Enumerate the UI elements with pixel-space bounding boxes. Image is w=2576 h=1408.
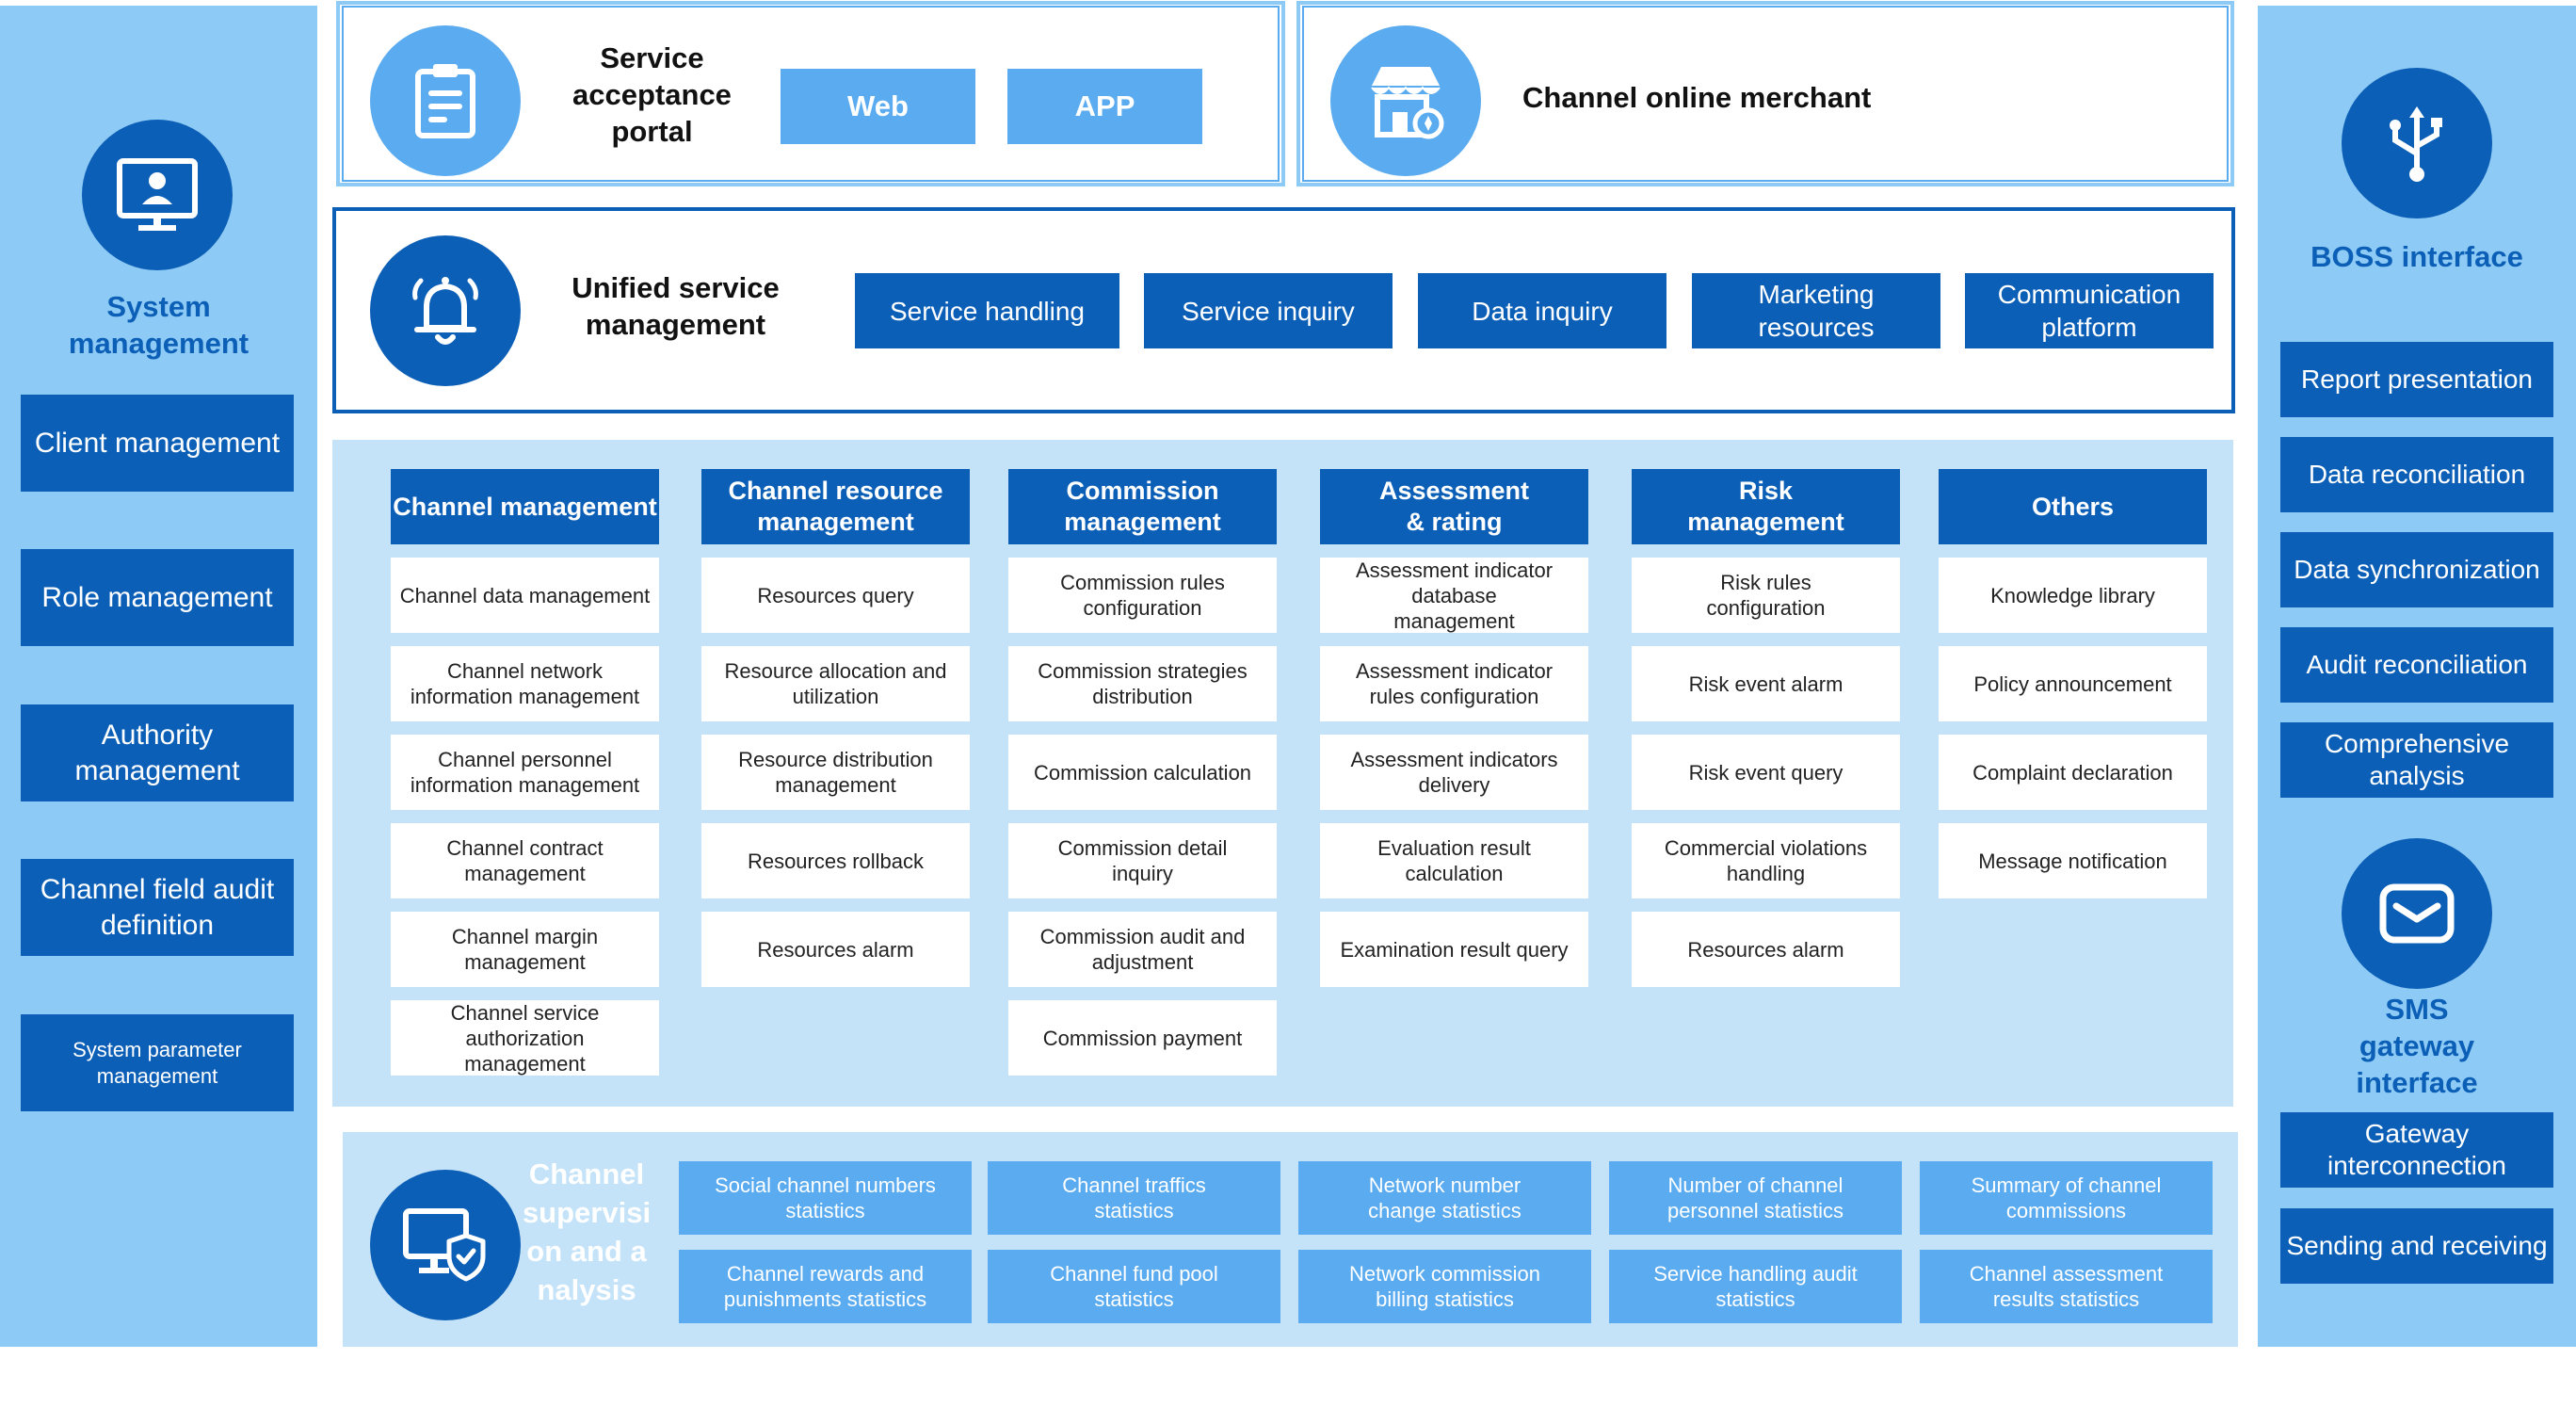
right-item-data-synchronization[interactable]: Data synchronization [2280,532,2553,607]
module-item[interactable]: Resource distribution management [701,735,970,810]
sms-gateway-title: SMS gateway interface [2356,993,2478,1099]
module-header-assessment-rating[interactable]: Assessment & rating [1320,469,1588,544]
service-portal-inner [342,6,1280,182]
module-item[interactable]: Resources alarm [701,912,970,987]
system-management-title: System management [68,290,250,360]
module-item[interactable]: Channel data management [391,558,659,633]
right-item-sending-receiving[interactable]: Sending and receiving [2280,1208,2553,1284]
module-item[interactable]: Channel margin management [391,912,659,987]
module-header-commission-management[interactable]: Commission management [1008,469,1277,544]
right-item-comprehensive-analysis[interactable]: Comprehensive analysis [2280,722,2553,798]
module-item[interactable]: Risk event alarm [1632,646,1900,721]
module-item[interactable]: Resources query [701,558,970,633]
unified-marketing-resources-button[interactable]: Marketing resources [1692,273,1940,348]
stat-channel-assessment-results[interactable]: Channel assessment results statistics [1920,1250,2213,1323]
stat-channel-personnel[interactable]: Number of channel personnel statistics [1609,1161,1902,1235]
stat-summary-commissions[interactable]: Summary of channel commissions [1920,1161,2213,1235]
module-item[interactable]: Commission payment [1008,1000,1277,1076]
sms-gateway-icon-circle [2342,838,2492,989]
monitor-shield-icon [403,1208,486,1282]
supervision-title-clip: Channel supervision and analysis [521,1155,652,1347]
module-item[interactable]: Examination result query [1320,912,1588,987]
module-item[interactable]: Complaint declaration [1939,735,2207,810]
unified-service-inquiry-button[interactable]: Service inquiry [1144,273,1393,348]
module-item[interactable]: Commission strategies distribution [1008,646,1277,721]
module-item[interactable]: Commission rules configuration [1008,558,1277,633]
unified-communication-platform-button[interactable]: Communication platform [1965,273,2214,348]
module-item[interactable]: Channel contract management [391,823,659,898]
supervision-icon-circle [370,1170,521,1320]
envelope-icon [2379,883,2455,944]
unified-data-inquiry-button[interactable]: Data inquiry [1418,273,1666,348]
module-item[interactable]: Message notification [1939,823,2207,898]
module-item[interactable]: Resource allocation and utilization [701,646,970,721]
module-item[interactable]: Assessment indicator rules configuration [1320,646,1588,721]
module-item[interactable]: Evaluation result calculation [1320,823,1588,898]
right-item-gateway-interconnection[interactable]: Gateway interconnection [2280,1112,2553,1188]
stat-service-handling-audit[interactable]: Service handling audit statistics [1609,1250,1902,1323]
module-header-channel-management[interactable]: Channel management [391,469,659,544]
module-item[interactable]: Assessment indicator database management [1320,558,1588,633]
merchant-inner [1302,6,2229,182]
stat-social-channel-numbers[interactable]: Social channel numbers statistics [679,1161,972,1235]
system-management-icon-circle [82,120,233,270]
stat-fund-pool[interactable]: Channel fund pool statistics [988,1250,1280,1323]
module-item[interactable]: Knowledge library [1939,558,2207,633]
module-header-channel-resource-management[interactable]: Channel resource management [701,469,970,544]
module-item[interactable]: Assessment indicators delivery [1320,735,1588,810]
module-item[interactable]: Channel service authorization management [391,1000,659,1076]
portal-icon-circle [370,25,521,176]
module-item[interactable]: Channel personnel information management [391,735,659,810]
module-item[interactable]: Policy announcement [1939,646,2207,721]
portal-title: Service acceptance portal [572,40,732,148]
module-item[interactable]: Resources alarm [1632,912,1900,987]
monitor-user-icon [117,158,198,231]
merchant-title: Channel online merchant [1522,81,1872,114]
module-item[interactable]: Commission audit and adjustment [1008,912,1277,987]
portal-app-button[interactable]: APP [1007,69,1202,144]
module-item[interactable]: Channel network information management [391,646,659,721]
storefront-icon [1371,67,1444,139]
boss-interface-title: BOSS interface [2310,240,2523,273]
unified-icon-circle [370,235,521,386]
right-item-audit-reconciliation[interactable]: Audit reconciliation [2280,627,2553,703]
stat-network-number-change[interactable]: Network number change statistics [1298,1161,1591,1235]
left-item-system-parameter[interactable]: System parameter management [21,1014,294,1111]
left-item-authority-management[interactable]: Authority management [21,704,294,801]
module-item[interactable]: Commission calculation [1008,735,1277,810]
module-header-risk-management[interactable]: Risk management [1632,469,1900,544]
left-item-client-management[interactable]: Client management [21,395,294,492]
stat-rewards-punishments[interactable]: Channel rewards and punishments statisti… [679,1250,972,1323]
clipboard-icon [415,64,475,138]
stat-channel-traffics[interactable]: Channel traffics statistics [988,1161,1280,1235]
module-item[interactable]: Resources rollback [701,823,970,898]
usb-icon [2390,106,2442,182]
module-item[interactable]: Risk event query [1632,735,1900,810]
right-item-report-presentation[interactable]: Report presentation [2280,342,2553,417]
module-item[interactable]: Commercial violations handling [1632,823,1900,898]
boss-interface-icon-circle [2342,68,2492,218]
unified-service-handling-button[interactable]: Service handling [855,273,1119,348]
right-item-data-reconciliation[interactable]: Data reconciliation [2280,437,2553,512]
left-item-role-management[interactable]: Role management [21,549,294,646]
merchant-icon-circle [1330,25,1481,176]
bell-icon [412,277,478,345]
module-item[interactable]: Commission detail inquiry [1008,823,1277,898]
supervision-title: Channel supervision and analysis [522,1157,652,1306]
unified-title: Unified service management [572,271,780,341]
module-header-others[interactable]: Others [1939,469,2207,544]
left-item-channel-field-audit[interactable]: Channel field audit definition [21,859,294,956]
stat-network-commission-billing[interactable]: Network commission billing statistics [1298,1250,1591,1323]
portal-web-button[interactable]: Web [781,69,975,144]
module-item[interactable]: Risk rules configuration [1632,558,1900,633]
